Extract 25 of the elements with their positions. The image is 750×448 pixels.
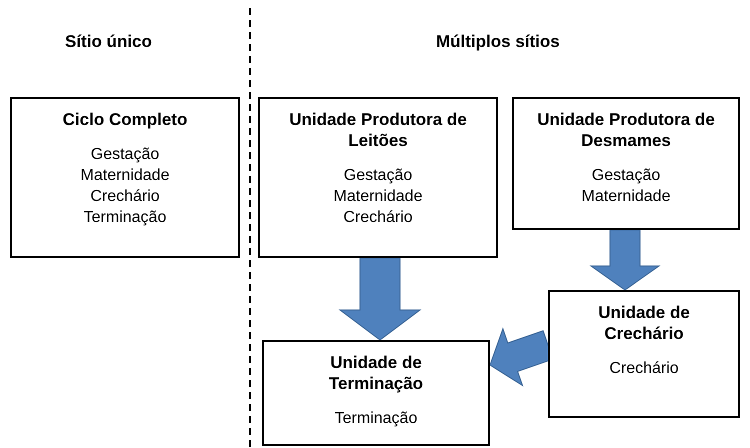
- phase-text: Terminação: [334, 409, 418, 429]
- unit-title: Unidade de Terminação: [328, 352, 424, 394]
- phase-text: Gestação: [90, 145, 160, 165]
- phase-text: Crechário: [609, 359, 679, 379]
- unit-box: [10, 97, 240, 258]
- unit-box: [262, 340, 490, 446]
- phase-text: Gestação: [592, 166, 660, 186]
- block-arrow: [589, 230, 661, 291]
- phase-text: Maternidade: [334, 187, 422, 207]
- unit-title: Ciclo Completo: [62, 109, 188, 130]
- phase-text: Terminação: [84, 208, 166, 228]
- unit-title: Unidade Produtora de Leitões: [288, 109, 468, 151]
- phase-text: Maternidade: [582, 187, 670, 207]
- phase-text: Maternidade: [80, 166, 170, 186]
- phase-text: Gestação: [344, 166, 412, 186]
- column-heading: Sítio único: [65, 32, 152, 52]
- unit-title: Unidade de Crechário: [597, 302, 691, 344]
- unit-box: [548, 290, 740, 418]
- phase-text: Crechário: [90, 187, 160, 207]
- unit-box: [512, 97, 740, 230]
- unit-box: [258, 97, 498, 258]
- phase-text: Crechário: [343, 208, 413, 228]
- unit-title: Unidade Produtora de Desmames: [536, 109, 716, 151]
- column-heading: Múltiplos sítios: [436, 32, 560, 52]
- block-arrow: [338, 258, 422, 341]
